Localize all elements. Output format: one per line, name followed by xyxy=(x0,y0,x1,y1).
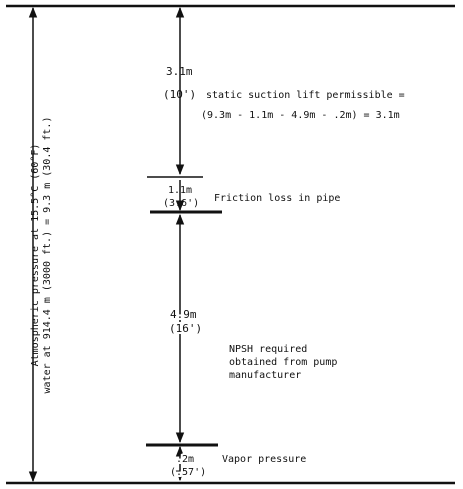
static-lift-value-m: 3.1m xyxy=(166,65,193,78)
npsh-value-ft: (16') xyxy=(169,322,202,335)
npsh-label-line1: NPSH required xyxy=(229,344,307,355)
friction-value-ft: (3.6') xyxy=(163,198,199,209)
static-lift-value-ft: (10') xyxy=(163,88,196,101)
static-lift-label-line2: (9.3m - 1.1m - 4.9m - .2m) = 3.1m xyxy=(201,110,400,121)
npsh-value-m: 4.9m xyxy=(170,308,197,321)
npsh-label-line2: obtained from pump xyxy=(229,357,337,368)
vapor-value-ft: (.57') xyxy=(170,467,206,478)
static-lift-label-line1: static suction lift permissible = xyxy=(206,90,405,101)
vapor-value-m: .2m xyxy=(176,454,194,465)
atmospheric-label-line2: water at 914.4 m (3000 ft.) = 9.3 m (30.… xyxy=(42,117,53,394)
npsh-label-line3: manufacturer xyxy=(229,370,301,381)
vapor-label: Vapor pressure xyxy=(222,454,306,465)
atmospheric-label-line1: Atmospheric pressure at 15.5°C (60°F) xyxy=(30,144,41,367)
friction-value-m: 1.1m xyxy=(168,185,192,196)
friction-label: Friction loss in pipe xyxy=(214,193,340,204)
